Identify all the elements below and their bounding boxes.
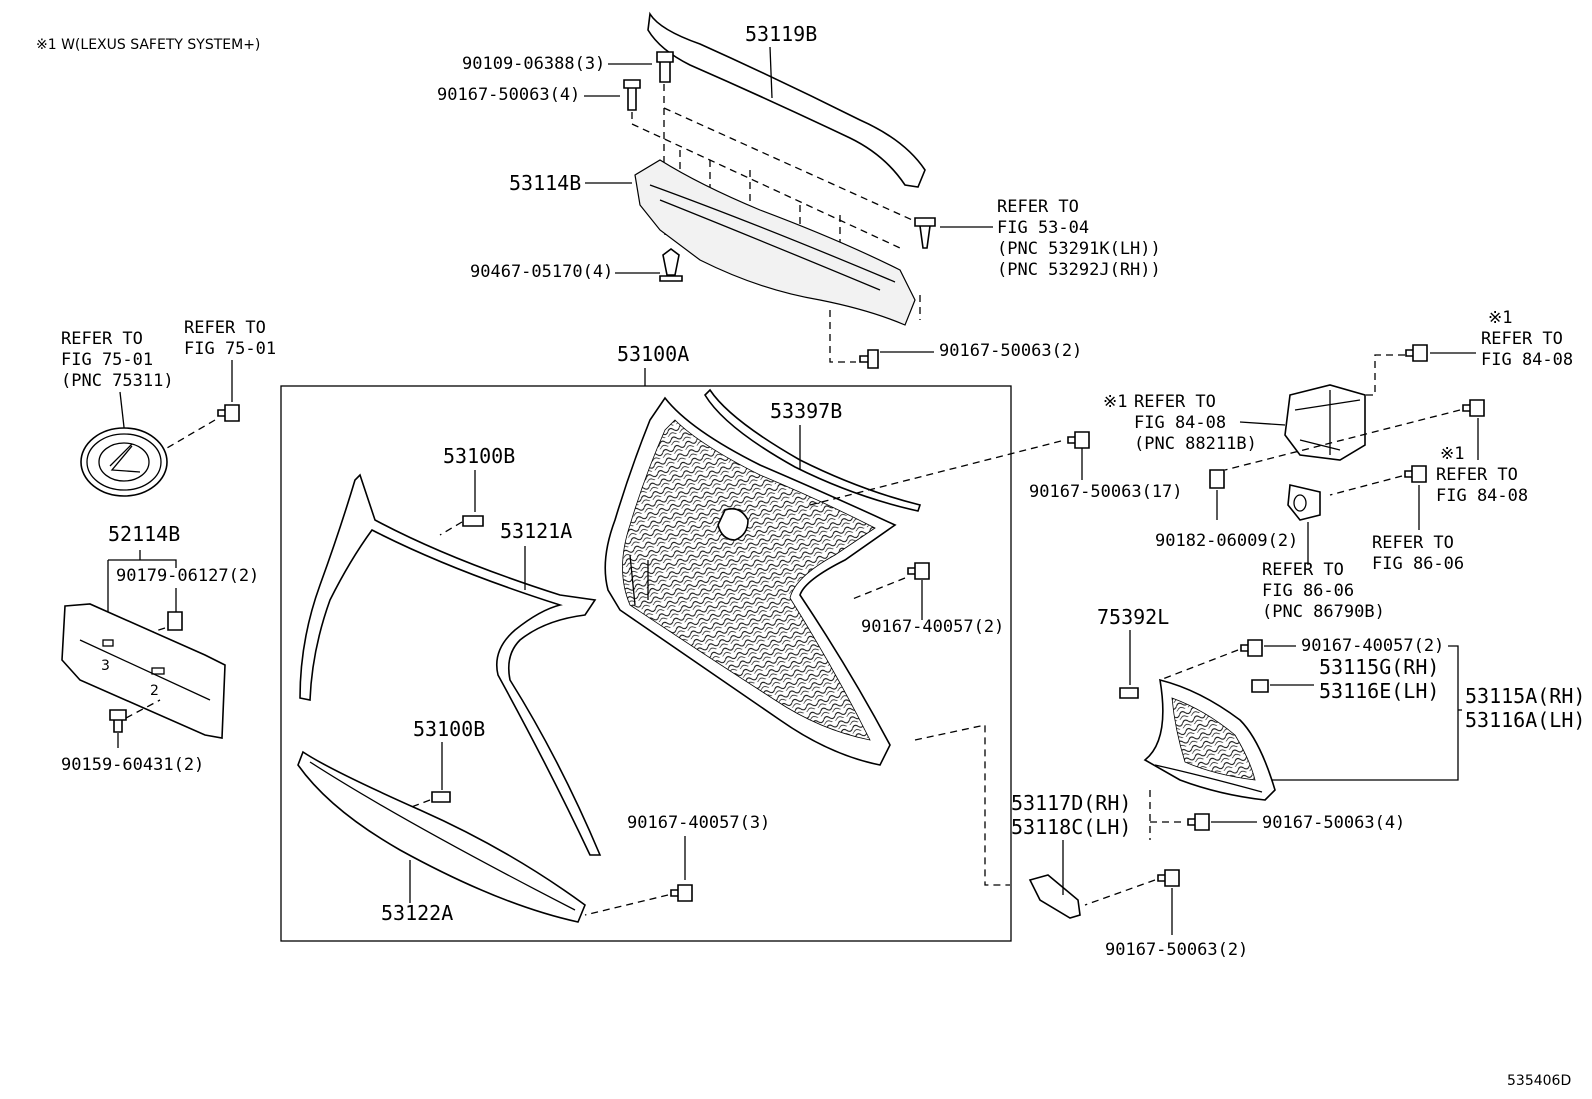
- refer-8408b-line3: (PNC 88211B): [1134, 434, 1257, 454]
- part-52114B-bracket: 3 2: [61, 603, 226, 739]
- label-90467: 90467-05170(4): [470, 262, 613, 282]
- label-53121A: 53121A: [500, 519, 572, 543]
- refer-5304-line3: (PNC 53291K(LH)): [997, 239, 1161, 259]
- bolt-icon: [1240, 639, 1263, 657]
- label-90182: 90182-06009(2): [1155, 531, 1298, 551]
- refer-5304-line1: REFER TO: [997, 197, 1079, 217]
- bolt-icon: [217, 404, 240, 422]
- label-90167-50063-4b: 90167-50063(4): [1262, 813, 1405, 833]
- label-53100B-1: 53100B: [443, 444, 515, 468]
- clip-icon: [914, 217, 936, 249]
- refer-7501a-line1: REFER TO: [61, 329, 143, 349]
- label-90109: 90109-06388(3): [462, 54, 605, 74]
- lexus-emblem-icon: [80, 427, 168, 497]
- nut-icon: [167, 611, 183, 631]
- part-53121A-frame-molding: [299, 473, 602, 856]
- label-90167-50063-2b: 90167-50063(2): [1105, 940, 1248, 960]
- label-53100B-2: 53100B: [413, 717, 485, 741]
- nut-icon: [1209, 469, 1225, 489]
- diagram-id: 535406D: [1507, 1073, 1571, 1089]
- refer-7501b-line1: REFER TO: [184, 318, 266, 338]
- star-note-1b: ※1: [1103, 392, 1127, 412]
- refer-5304-line2: FIG 53-04: [997, 218, 1089, 238]
- refer-8408b-line1: REFER TO: [1134, 392, 1216, 412]
- refer-8606b-line3: (PNC 86790B): [1262, 602, 1385, 622]
- star-note-1a: ※1: [1488, 308, 1512, 328]
- label-90167-50063-2a: 90167-50063(2): [939, 341, 1082, 361]
- label-90167-50063-17: 90167-50063(17): [1029, 482, 1183, 502]
- label-52114B: 52114B: [108, 522, 180, 546]
- label-53117D: 53117D(RH): [1011, 791, 1131, 815]
- part-53397B-molding: [703, 388, 922, 512]
- refer-8408c-line2: FIG 84-08: [1436, 486, 1528, 506]
- label-53116A: 53116A(LH): [1465, 708, 1585, 732]
- refer-8606b-line2: FIG 86-06: [1262, 581, 1354, 601]
- label-90167-40057-3: 90167-40057(3): [627, 813, 770, 833]
- label-53118C: 53118C(LH): [1011, 815, 1131, 839]
- refer-8408a-line2: FIG 84-08: [1481, 350, 1573, 370]
- refer-7501a-line2: FIG 75-01: [61, 350, 153, 370]
- refer-8408b-line2: FIG 84-08: [1134, 413, 1226, 433]
- label-90159: 90159-60431(2): [61, 755, 204, 775]
- bolt-icon: [907, 562, 930, 580]
- clip-icon: [1119, 687, 1139, 699]
- grille-assembly-box: [280, 385, 1012, 942]
- bolt-icon: [109, 709, 127, 733]
- label-53115G: 53115G(RH): [1319, 655, 1439, 679]
- label-53122A: 53122A: [381, 901, 453, 925]
- refer-8408c-line1: REFER TO: [1436, 465, 1518, 485]
- bolt-icon: [1067, 431, 1090, 449]
- bolt-icon: [1187, 813, 1210, 831]
- svg-text:3: 3: [101, 658, 110, 674]
- label-90179: 90179-06127(2): [116, 566, 259, 586]
- star-note-1c: ※1: [1440, 444, 1464, 464]
- bolt-icon: [1157, 869, 1180, 887]
- bolt-icon: [859, 349, 879, 369]
- bolt-icon: [1405, 344, 1428, 362]
- radar-sensor-icon: [1284, 384, 1366, 461]
- clip-icon: [431, 791, 451, 803]
- svg-text:2: 2: [150, 683, 159, 699]
- label-90167-40057-2b: 90167-40057(2): [1301, 636, 1444, 656]
- clip-icon: [659, 248, 683, 282]
- label-53115A: 53115A(RH): [1465, 684, 1585, 708]
- label-53119B: 53119B: [745, 22, 817, 46]
- label-53114B: 53114B: [509, 171, 581, 195]
- refer-7501b-line2: FIG 75-01: [184, 339, 276, 359]
- refer-8606a-line2: FIG 86-06: [1372, 554, 1464, 574]
- part-53100A-grille: [604, 396, 897, 766]
- bolt-icon: [1462, 399, 1485, 417]
- part-53119B-seal: [647, 11, 926, 188]
- clip-icon: [1251, 679, 1269, 693]
- refer-5304-line4: (PNC 53292J(RH)): [997, 260, 1161, 280]
- label-75392L: 75392L: [1097, 605, 1169, 629]
- bolt-icon: [670, 884, 693, 902]
- part-53114B-support: [634, 159, 916, 326]
- bolt-icon: [1404, 465, 1427, 483]
- bolt-icon: [623, 79, 641, 111]
- refer-7501a-line3: (PNC 75311): [61, 371, 174, 391]
- part-53117D-bracket: [1028, 874, 1081, 919]
- label-53100A: 53100A: [617, 342, 689, 366]
- bolt-icon: [656, 51, 674, 83]
- label-90167-40057-2a: 90167-40057(2): [861, 617, 1004, 637]
- part-53122A-molding: [297, 750, 586, 923]
- label-90167-50063-4a: 90167-50063(4): [437, 85, 580, 105]
- safety-system-note: ※1 W(LEXUS SAFETY SYSTEM+): [36, 37, 260, 53]
- part-53115A-fog-cover: [1143, 678, 1276, 801]
- clip-icon: [462, 515, 484, 527]
- refer-8606a-line1: REFER TO: [1372, 533, 1454, 553]
- leader-53119B: [769, 46, 773, 99]
- label-53116E: 53116E(LH): [1319, 679, 1439, 703]
- refer-8606b-line1: REFER TO: [1262, 560, 1344, 580]
- camera-icon: [1287, 484, 1321, 521]
- label-53397B: 53397B: [770, 399, 842, 423]
- refer-8408a-line1: REFER TO: [1481, 329, 1563, 349]
